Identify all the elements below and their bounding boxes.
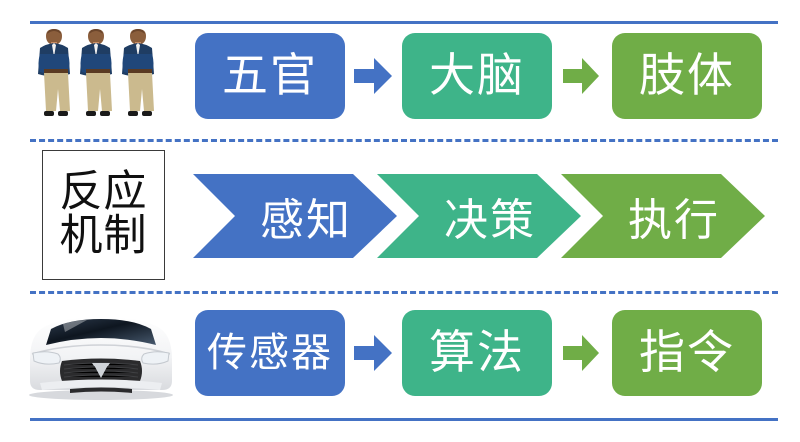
chevron-label-juece: 决策 [444, 196, 536, 245]
arrow-right-green-row1 [563, 58, 599, 94]
stage-box-chuanganqi[interactable]: 传感器 [195, 310, 345, 396]
chevron-juece[interactable]: 决策 [377, 174, 581, 258]
chevron-label-ganzhi: 感知 [260, 196, 352, 245]
stage-box-zhiling[interactable]: 指令 [612, 310, 762, 396]
chevron-zhixing[interactable]: 执行 [561, 174, 765, 258]
stage-box-wuguan[interactable]: 五官 [195, 33, 345, 119]
arrow-right-blue-row1 [354, 58, 392, 94]
stage-box-danao[interactable]: 大脑 [402, 33, 552, 119]
divider-bottom-of-middle [30, 291, 778, 294]
divider-bottom [30, 418, 778, 421]
divider-middle [30, 139, 778, 142]
chevron-label-zhixing: 执行 [628, 196, 720, 245]
white-car-illustration [18, 307, 184, 401]
arrow-right-green-row3 [563, 335, 599, 371]
chevron-ganzhi[interactable]: 感知 [193, 174, 397, 258]
framed-label-fanying-jizhi: 反应 机制 [42, 150, 165, 280]
framed-label-line-2: 机制 [59, 213, 148, 260]
stage-box-suanfa[interactable]: 算法 [402, 310, 552, 396]
stage-box-zhiti[interactable]: 肢体 [612, 33, 762, 119]
divider-top [30, 21, 778, 24]
three-people-illustration [30, 28, 160, 136]
framed-label-line-1: 反应 [59, 169, 148, 217]
arrow-right-blue-row3 [354, 335, 392, 371]
